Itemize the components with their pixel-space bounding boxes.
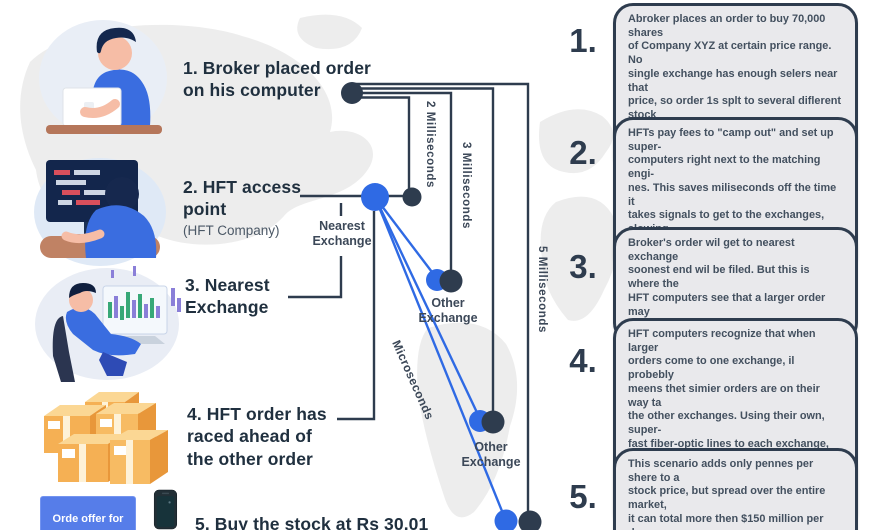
- step4-connector: [337, 211, 376, 421]
- note-number-1: 1.: [569, 22, 597, 59]
- timing-2ms-label: 2 Milliseconds: [424, 101, 436, 189]
- note-number-2: 2.: [569, 134, 597, 171]
- boxes-illustration: [44, 392, 168, 484]
- hft-fiber-line-1: [374, 196, 439, 281]
- order-offer-box: Orde offer for Rs 30.00: [40, 496, 136, 530]
- broker-path-2ms: [352, 96, 411, 197]
- far-exchange-broker-node: [518, 510, 542, 530]
- far-exchange-hft-node: [494, 509, 518, 530]
- note-number-5: 5.: [569, 478, 597, 515]
- step-1-label: 1. Broker placed order on his computer: [183, 58, 371, 101]
- step-5-label: 5. Buy the stock at Rs 30.01: [195, 514, 429, 530]
- nearest-exchange-label: Nearest Exchange: [312, 219, 372, 249]
- timing-5ms-label: 5 Milliseconds: [536, 246, 548, 334]
- broker-path-5ms: [352, 82, 530, 522]
- step-4-label: 4. HFT order has raced ahead of the othe…: [187, 404, 327, 469]
- step3-connector: [288, 256, 343, 299]
- hft-fiber-line-2: [373, 196, 483, 422]
- note-number-3: 3.: [569, 248, 597, 285]
- broker-illustration: [39, 20, 167, 136]
- hft-access-illustration: [34, 158, 166, 266]
- other-exchange-2-broker-node: [481, 410, 505, 434]
- step-3-label: 3. Nearest Exchange: [185, 275, 270, 318]
- broker-path-3ms: [352, 91, 453, 281]
- hft-access-point-node: [361, 183, 389, 211]
- other-exchange-2-label: Other Exchange: [461, 440, 521, 470]
- other-exchange-1-broker-node: [439, 269, 463, 293]
- phone-illustration: [153, 489, 178, 530]
- hft-fiber-line-3: [373, 196, 508, 522]
- note-number-4: 4.: [569, 342, 597, 379]
- timing-3ms-label: 3 Milliseconds: [460, 142, 472, 230]
- other-exchange-1-label: Other Exchange: [418, 296, 478, 326]
- nearest-exchange-broker-node: [402, 187, 422, 207]
- nearest-exchange-illustration: [35, 266, 181, 382]
- broker-order-node: [341, 82, 363, 104]
- step-2-sublabel: (HFT Company): [183, 223, 280, 238]
- note-box-5: This scenario adds only pennes per shere…: [613, 448, 858, 530]
- broker-path-other-2: [352, 87, 495, 423]
- step-2-label: 2. HFT access point: [183, 177, 302, 220]
